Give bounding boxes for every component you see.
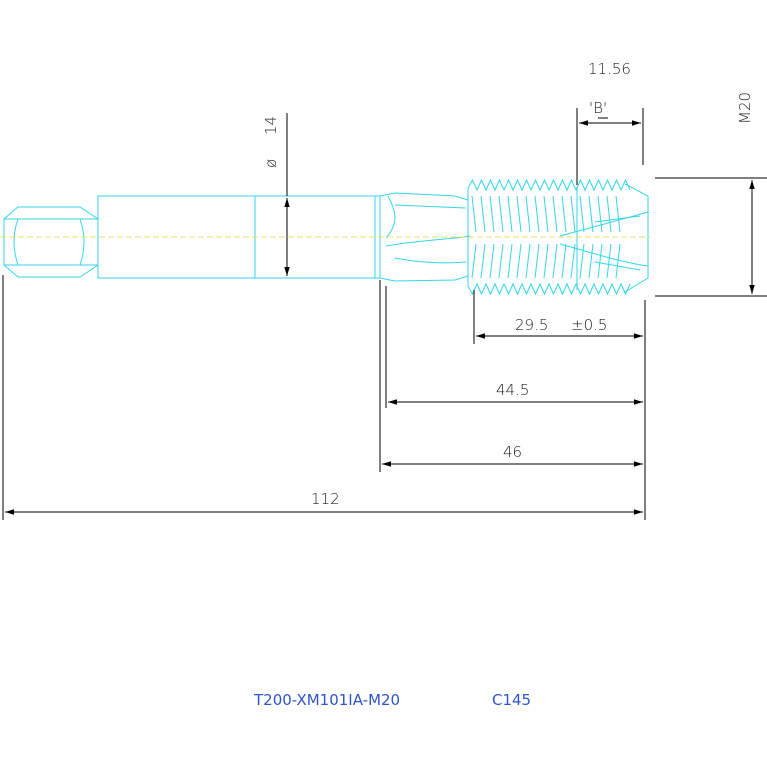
thread-section — [467, 178, 631, 296]
dim-text-thread-length: 29.5 — [515, 316, 548, 334]
title-part-number: T200-XM101IA-M20 — [253, 691, 400, 709]
title-code: C145 — [492, 691, 531, 709]
dim-text-pitch: 11.56 — [588, 60, 631, 78]
thread-chamfer — [624, 183, 649, 293]
dim-text-thread-tolerance: ±0.5 — [571, 316, 607, 334]
dim-text-diameter-symbol: ø — [262, 159, 280, 168]
dim-text-b-label: 'B' — [589, 99, 607, 117]
dim-text-overall-length: 112 — [311, 490, 340, 508]
dim-text-m20: M20 — [736, 92, 754, 124]
dim-text-neck-length: 44.5 — [496, 381, 529, 399]
dim-text-diameter: 14 — [262, 116, 280, 135]
dim-text-body-length: 46 — [503, 443, 522, 461]
neck — [379, 192, 469, 282]
dimensions — [2, 108, 767, 520]
square-drive — [3, 206, 99, 278]
